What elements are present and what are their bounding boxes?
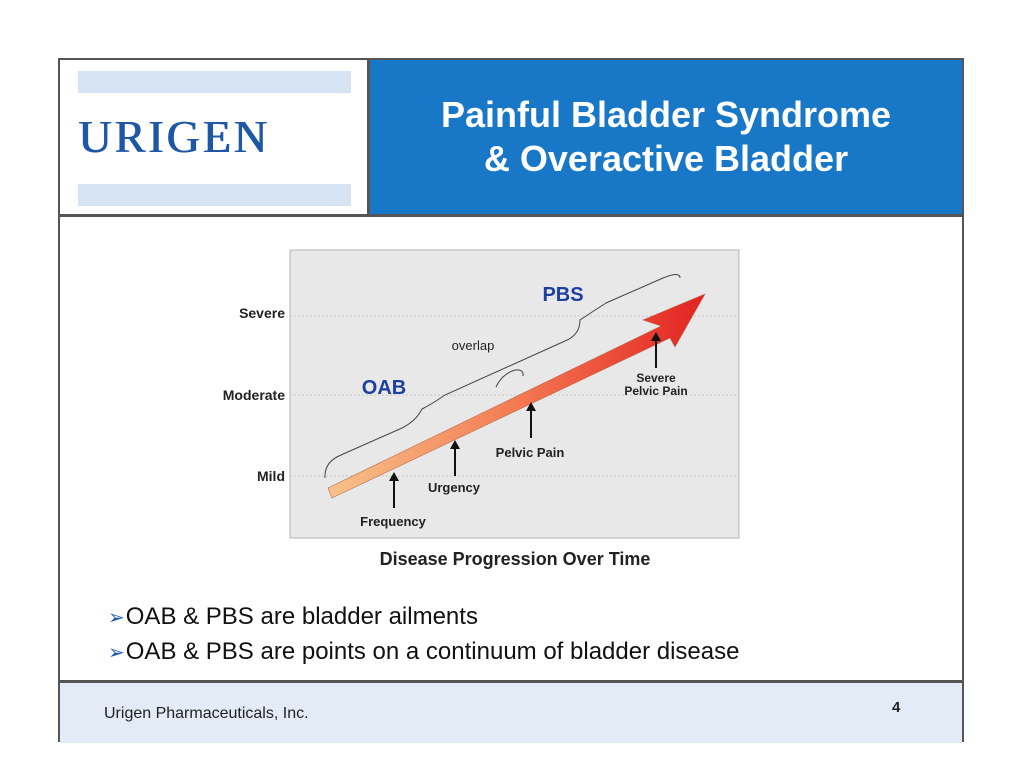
slide-frame: URIGEN Painful Bladder Syndrome & Overac… [58,58,964,743]
slide-title-line-2: & Overactive Bladder [483,138,849,179]
group-label-pbs: PBS [542,284,583,306]
slide-footer: Urigen Pharmaceuticals, Inc. 4 [60,680,962,743]
logo-band-bottom [78,184,351,206]
symptom-label-frequency: Frequency [360,514,427,529]
slide-header: URIGEN Painful Bladder Syndrome & Overac… [60,60,962,217]
arrow-bullet-icon: ➢ [108,607,125,629]
bullet-item: ➢OAB & PBS are bladder ailments [108,600,739,635]
brace-path [324,274,681,479]
title-panel: Painful Bladder Syndrome & Overactive Bl… [370,60,962,214]
symptom-arrow-pelvic-pain [526,402,536,438]
y-label-severe: Severe [239,305,285,321]
symptom-arrow-urgency [450,440,460,476]
y-label-mild: Mild [257,468,285,484]
disease-progression-chart: Severe Moderate Mild PBS OAB overlap Fre… [223,249,740,539]
footer-company: Urigen Pharmaceuticals, Inc. [104,705,309,722]
page-number: 4 [892,699,901,716]
bullet-item: ➢OAB & PBS are points on a continuum of … [108,635,739,670]
chart-plot-area [289,249,740,539]
logo-text: URIGEN [78,111,270,162]
slide-title-line-1: Painful Bladder Syndrome [440,94,892,135]
overlap-label: overlap [452,338,495,353]
group-label-oab: OAB [362,377,406,399]
bullet-list: ➢OAB & PBS are bladder ailments ➢OAB & P… [108,600,739,670]
symptom-arrow-frequency [389,472,399,508]
symptom-label-pelvic-pain: Pelvic Pain [496,445,565,460]
logo-band-top [78,71,351,93]
bullet-text: OAB & PBS are points on a continuum of b… [125,638,740,665]
bullet-text: OAB & PBS are bladder ailments [125,603,478,630]
progression-arrow [327,293,706,499]
logo: URIGEN [60,60,370,214]
y-label-moderate: Moderate [223,387,285,403]
overlap-brace [495,369,524,388]
chart-caption: Disease Progression Over Time [379,549,651,569]
symptom-label-urgency: Urgency [428,480,481,495]
arrow-bullet-icon: ➢ [108,642,125,664]
symptom-arrow-severe-pelvic-pain [651,332,661,368]
